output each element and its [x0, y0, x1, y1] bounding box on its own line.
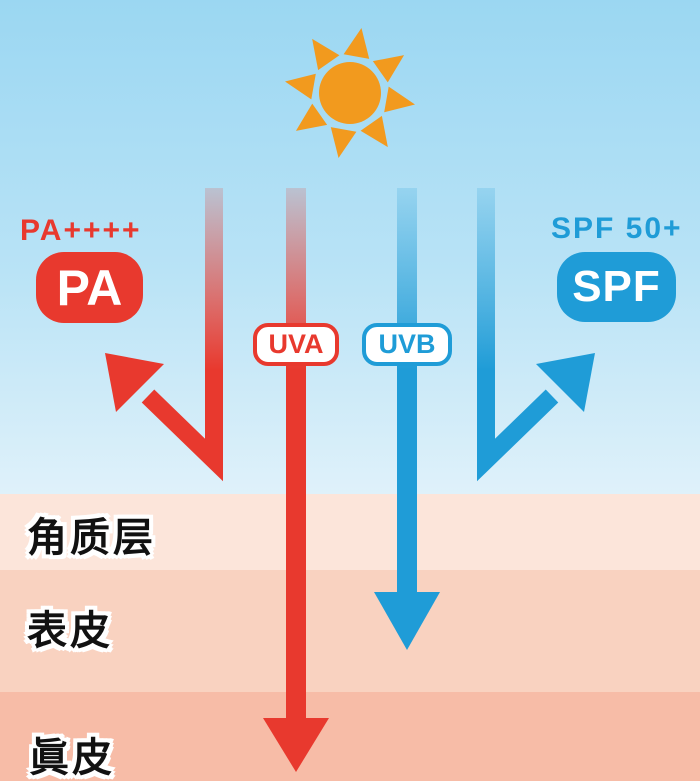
spf-reflect-arrow: [477, 188, 595, 482]
pa-badge: PA: [36, 252, 143, 323]
pa-rating-label: PA++++: [20, 214, 142, 247]
stratum-corneum-label: 角质层: [27, 516, 156, 560]
uva-label-pill: UVA: [253, 323, 339, 366]
uvb-arrow: [374, 188, 440, 650]
skin-layer-stratum-corneum: [0, 494, 700, 570]
sun-icon: [285, 28, 415, 158]
uva-arrow: [263, 188, 329, 772]
spf-badge: SPF: [557, 252, 676, 322]
dermis-label: 眞皮: [29, 736, 115, 780]
spf-rating-label: SPF 50+: [551, 212, 683, 245]
skin-layer-epidermis: [0, 570, 700, 692]
uvb-label-pill: UVB: [362, 323, 452, 366]
epidermis-label: 表皮: [27, 609, 113, 653]
skin-layer-dermis: [0, 692, 700, 781]
pa-reflect-arrow: [105, 188, 223, 482]
